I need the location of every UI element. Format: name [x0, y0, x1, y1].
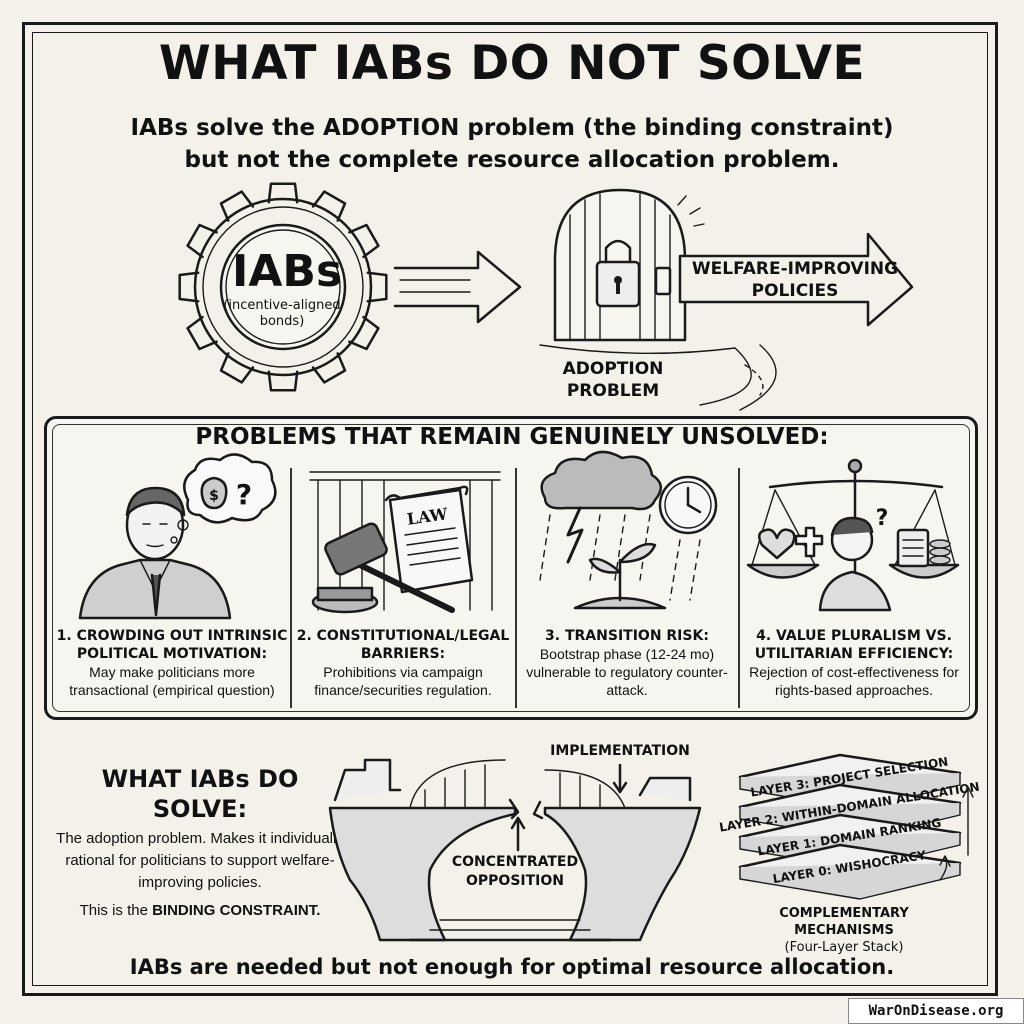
svg-text:?: ?	[876, 506, 889, 531]
inner-frame	[32, 32, 988, 986]
column-divider	[290, 468, 292, 708]
stack-layer-side	[739, 862, 961, 900]
gear-sublabel: (incentive-aligned bonds)	[223, 298, 341, 329]
solve-heading: WHAT IABs DO SOLVE:	[101, 765, 299, 823]
solve-constraint: This is the BINDING CONSTRAINT.	[52, 900, 348, 922]
unsolved-item-3-body: Bootstrap phase (12-24 mo) vulnerable to…	[526, 646, 728, 698]
unsolved-item-2-head: 2. CONSTITUTIONAL/LEGAL BARRIERS:	[296, 628, 510, 662]
complementary-caption: COMPLEMENTARY MECHANISMS	[779, 906, 909, 938]
page-subtitle: IABs solve the ADOPTION problem (the bin…	[0, 112, 1024, 176]
unsolved-item-1-head: 1. CROWDING OUT INTRINSIC POLITICAL MOTI…	[56, 628, 288, 662]
unsolved-item-3-head: 3. TRANSITION RISK:	[545, 628, 709, 644]
subtitle-line-2: but not the complete resource allocation…	[184, 147, 840, 173]
gavel-law-icon	[309, 471, 501, 614]
outer-frame	[22, 22, 998, 996]
unsolved-title: PROBLEMS THAT REMAIN GENUINELY UNSOLVED:	[195, 424, 829, 450]
scales-icon: ?	[746, 458, 960, 612]
column-divider	[515, 468, 517, 708]
implementation-label: IMPLEMENTATION	[550, 743, 690, 759]
solve-constraint-prefix: This is the	[79, 902, 148, 919]
svg-text:$: $	[209, 488, 219, 504]
unsolved-item-1: 1. CROWDING OUT INTRINSIC POLITICAL MOTI…	[56, 627, 288, 699]
unsolved-panel-inner	[52, 424, 970, 712]
solve-body-text: The adoption problem. Makes it individua…	[56, 830, 344, 891]
gear-label: IABs	[232, 246, 343, 297]
page-title: WHAT IABs DO NOT SOLVE	[158, 36, 866, 91]
footer-text: IABs are needed but not enough for optim…	[129, 955, 895, 979]
watermark: WarOnDisease.org	[848, 998, 1024, 1024]
thought-bubble-icon: $ ?	[170, 453, 277, 544]
subtitle-line-1: IABs solve the ADOPTION problem (the bin…	[130, 115, 894, 141]
complementary-mechanisms-label: COMPLEMENTARY MECHANISMS (Four-Layer Sta…	[728, 905, 960, 956]
gate-label: ADOPTION PROBLEM	[562, 359, 664, 401]
unsolved-item-3: 3. TRANSITION RISK: Bootstrap phase (12-…	[519, 627, 735, 699]
unsolved-item-2-body: Prohibitions via campaign finance/securi…	[314, 664, 492, 698]
unsolved-item-4: 4. VALUE PLURALISM VS. UTILITARIAN EFFIC…	[742, 627, 966, 699]
solve-constraint-bold: BINDING CONSTRAINT.	[152, 902, 321, 919]
concentrated-opposition-label: CONCENTRATED OPPOSITION	[451, 854, 579, 889]
complementary-subcaption: (Four-Layer Stack)	[784, 940, 904, 955]
unsolved-item-4-body: Rejection of cost-effectiveness for righ…	[749, 664, 959, 698]
solve-body: The adoption problem. Makes it individua…	[52, 828, 348, 922]
unsolved-item-2: 2. CONSTITUTIONAL/LEGAL BARRIERS: Prohib…	[294, 627, 512, 699]
svg-text:?: ?	[236, 478, 252, 511]
storm-sprout-icon	[539, 450, 718, 610]
column-divider	[738, 468, 740, 708]
gear-teeth	[178, 182, 388, 392]
politician-icon	[78, 486, 232, 620]
unsolved-item-1-body: May make politicians more transactional …	[69, 664, 275, 698]
unsolved-item-4-head: 4. VALUE PLURALISM VS. UTILITARIAN EFFIC…	[754, 628, 954, 662]
welfare-arrow-label: WELFARE-IMPROVING POLICIES	[691, 259, 899, 301]
